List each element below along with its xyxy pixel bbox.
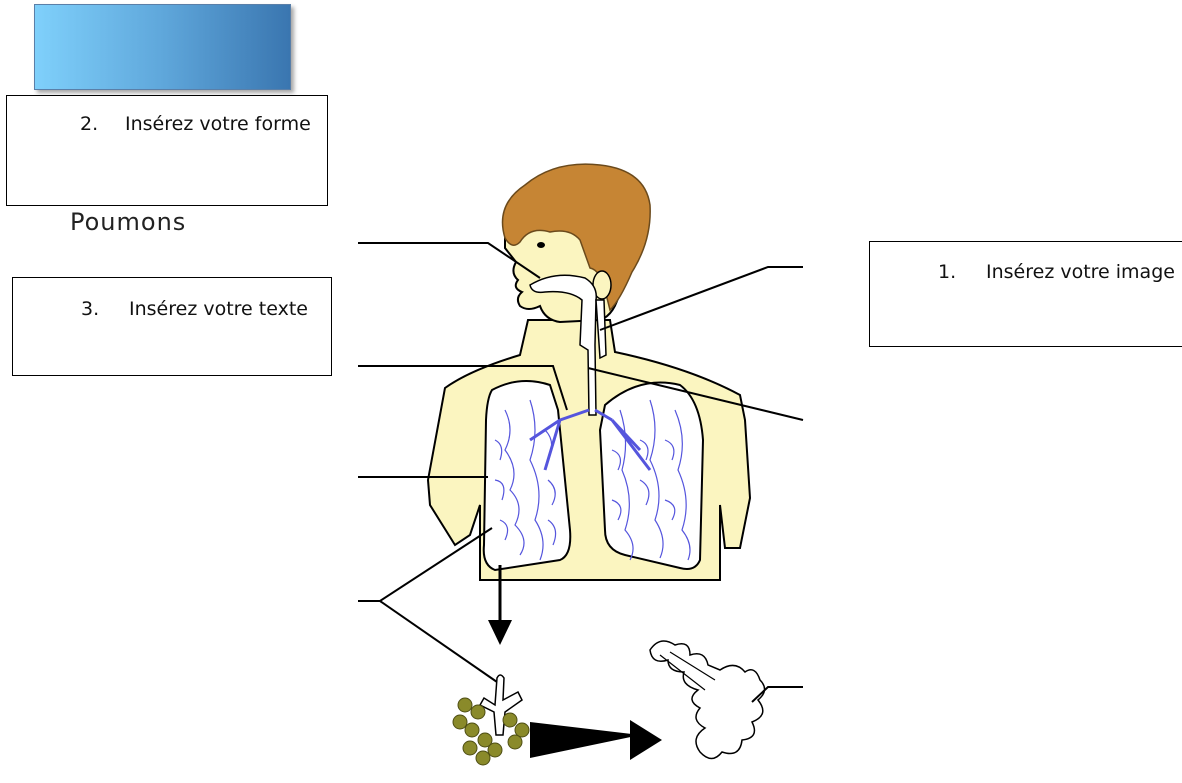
alveolus-sac	[650, 641, 765, 759]
zoom-cone	[530, 722, 640, 758]
eye	[537, 242, 545, 248]
down-arrow-head	[488, 620, 512, 645]
left-lung	[484, 381, 571, 570]
right-arrow-head	[630, 720, 662, 760]
leader-line-bronchioles-2	[380, 601, 497, 682]
right-lung	[600, 383, 703, 570]
leader-line-bronchioles-1	[358, 528, 492, 601]
